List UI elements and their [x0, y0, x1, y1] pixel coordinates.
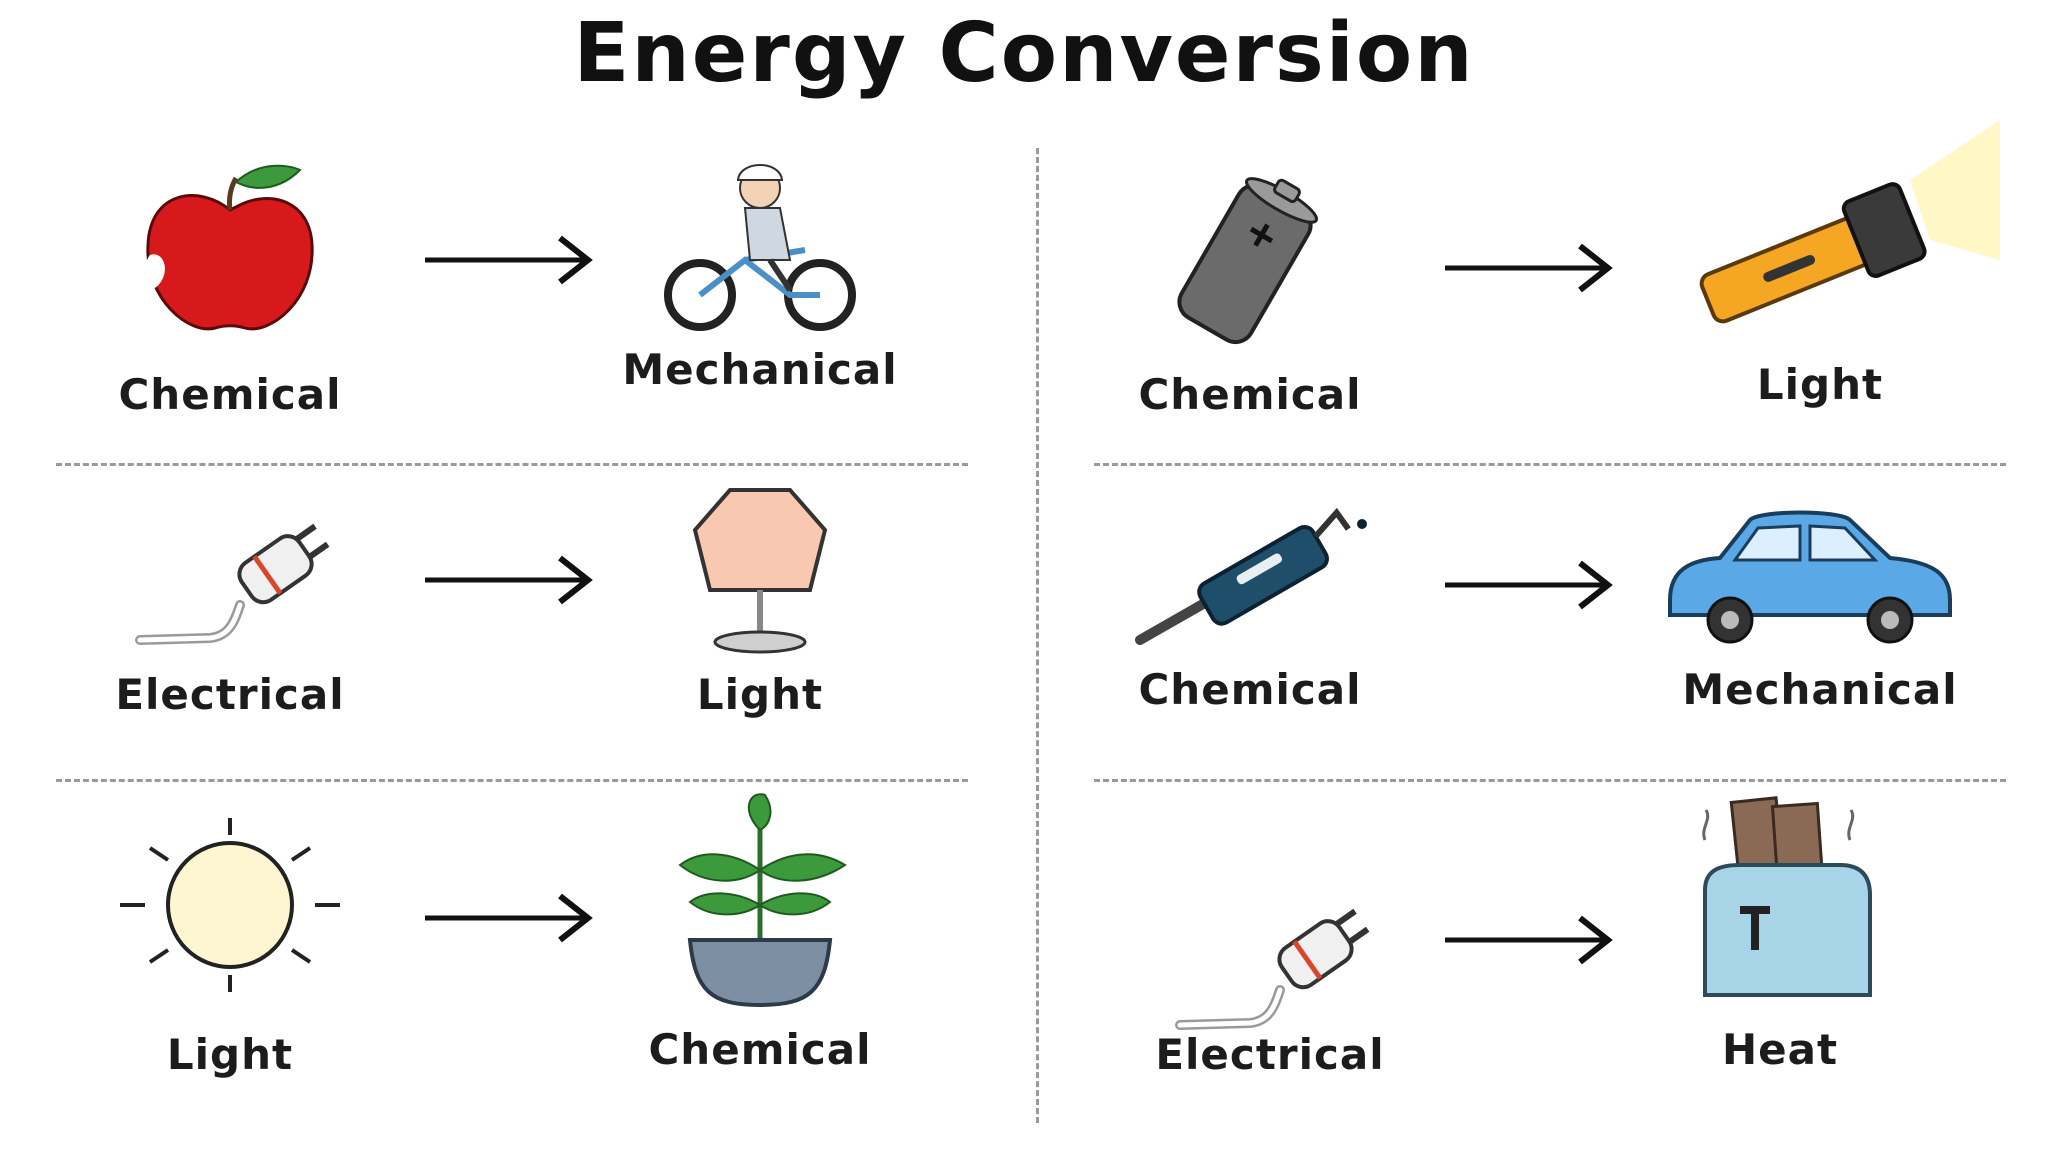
cyclist-icon [664, 164, 856, 331]
conversion-plug-to-toaster: Electrical Heat [1060, 796, 2034, 1120]
conversion-source-label: Chemical [1138, 665, 1362, 714]
conversion-source: Chemical [1100, 160, 1400, 450]
conversion-sun-to-plant: Light Chemical [40, 793, 1014, 1120]
conversion-fuel-to-car: Chemical Mechanical [1060, 490, 2034, 810]
conversion-source: Light [80, 800, 380, 1090]
arrow-right-icon [1445, 915, 1613, 965]
conversion-target: Light [1640, 110, 2000, 409]
conversion-source-label: Chemical [118, 370, 342, 419]
row-divider [1094, 463, 2006, 466]
conversion-plug-to-lamp: Electrical Light [40, 488, 1014, 810]
toaster-icon [1702, 796, 1872, 997]
conversion-target-label: Mechanical [622, 345, 898, 394]
arrow-right-icon [425, 235, 593, 285]
flashlight-icon [1699, 120, 2000, 324]
conversion-target-label: Light [1756, 360, 1884, 409]
plug-icon [1175, 908, 1370, 1030]
arrow-right-icon [425, 555, 593, 605]
arrow-right-icon [1445, 560, 1613, 610]
lamp-icon [692, 488, 828, 654]
conversion-source: Chemical [1100, 490, 1400, 780]
fuel-nozzle-icon [1135, 507, 1367, 645]
sun-icon [120, 818, 340, 992]
conversion-target: Mechanical [1660, 480, 1960, 770]
conversion-target-label: Mechanical [1682, 665, 1958, 714]
vertical-divider [1036, 148, 1039, 1123]
conversion-target: Light [610, 480, 910, 770]
conversion-battery-to-flashlight: Chemical Light [1060, 120, 2034, 480]
conversion-source-label: Chemical [1138, 370, 1362, 419]
conversion-apple-to-cyclist: Chemical Mechanical [40, 160, 1014, 480]
conversion-target: Chemical [610, 790, 910, 1080]
row-divider [1094, 779, 2006, 782]
arrow-right-icon [1445, 243, 1613, 293]
apple-icon [145, 164, 314, 331]
conversion-source-label: Electrical [1155, 1030, 1385, 1079]
conversion-source: Electrical [1120, 875, 1420, 1165]
battery-icon [1177, 177, 1318, 345]
conversion-target-label: Heat [1721, 1025, 1839, 1074]
conversion-target-label: Light [696, 670, 824, 719]
car-icon [1668, 510, 1952, 644]
conversion-target-label: Chemical [648, 1025, 872, 1074]
row-divider [56, 463, 968, 466]
conversion-target: Mechanical [610, 150, 910, 440]
conversion-target: Heat [1630, 780, 1930, 1074]
plug-icon [135, 523, 330, 645]
arrow-right-icon [425, 893, 593, 943]
plant-icon [678, 793, 847, 1008]
conversion-source-label: Electrical [115, 670, 345, 719]
page-title: Energy Conversion [573, 6, 1475, 101]
row-divider [56, 779, 968, 782]
conversion-source: Electrical [80, 490, 380, 780]
conversion-source-label: Light [166, 1030, 294, 1079]
conversion-source: Chemical [80, 160, 380, 450]
